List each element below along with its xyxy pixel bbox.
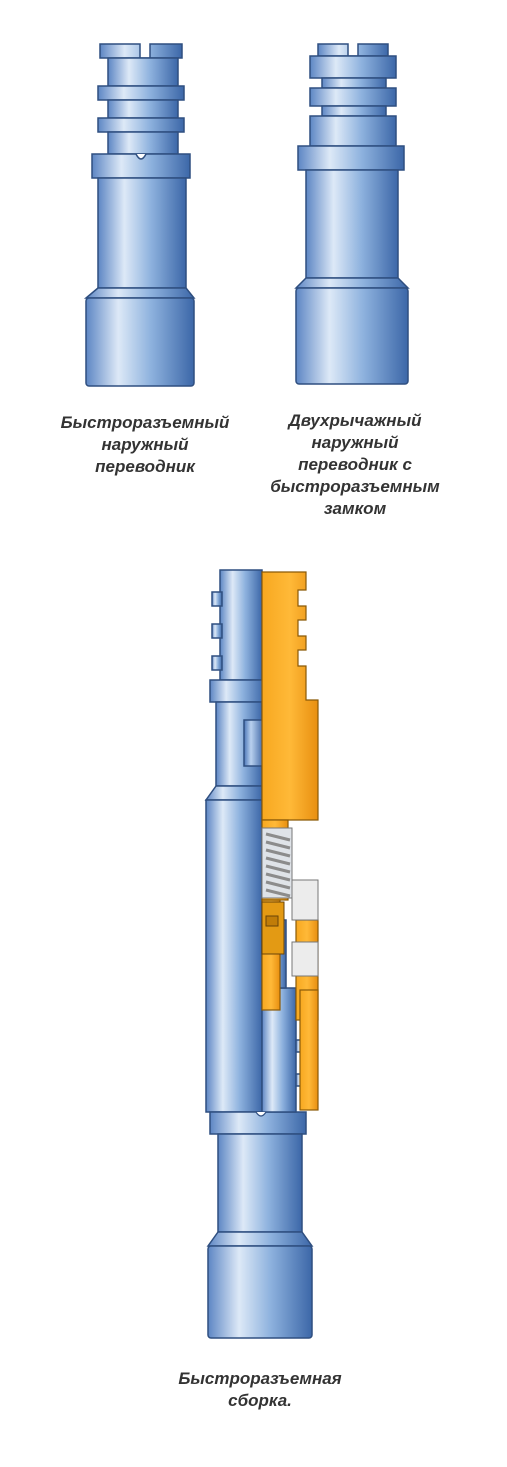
caption-line: переводник с: [298, 455, 412, 474]
caption-line: переводник: [95, 457, 195, 476]
quick-connect-assembly: [204, 569, 319, 1339]
caption-line: быстроразъемным: [270, 477, 440, 496]
caption-two-lever-sub: Двухрычажный наружный переводник с быстр…: [255, 410, 455, 520]
spring: [265, 832, 291, 898]
caption-quick-connect-sub: Быстроразъемный наружный переводник: [40, 412, 250, 478]
quick-connect-sub-left: [83, 43, 196, 387]
caption-line: сборка.: [228, 1391, 292, 1410]
caption-assembly: Быстроразъемная сборка.: [150, 1368, 370, 1412]
caption-line: наружный: [101, 435, 189, 454]
caption-line: наружный: [311, 433, 399, 452]
two-lever-sub-right: [294, 43, 410, 385]
caption-line: Быстроразъемный: [60, 413, 230, 432]
caption-line: Быстроразъемная: [178, 1369, 342, 1388]
caption-line: Двухрычажный: [288, 411, 422, 430]
caption-line: замком: [323, 499, 387, 518]
